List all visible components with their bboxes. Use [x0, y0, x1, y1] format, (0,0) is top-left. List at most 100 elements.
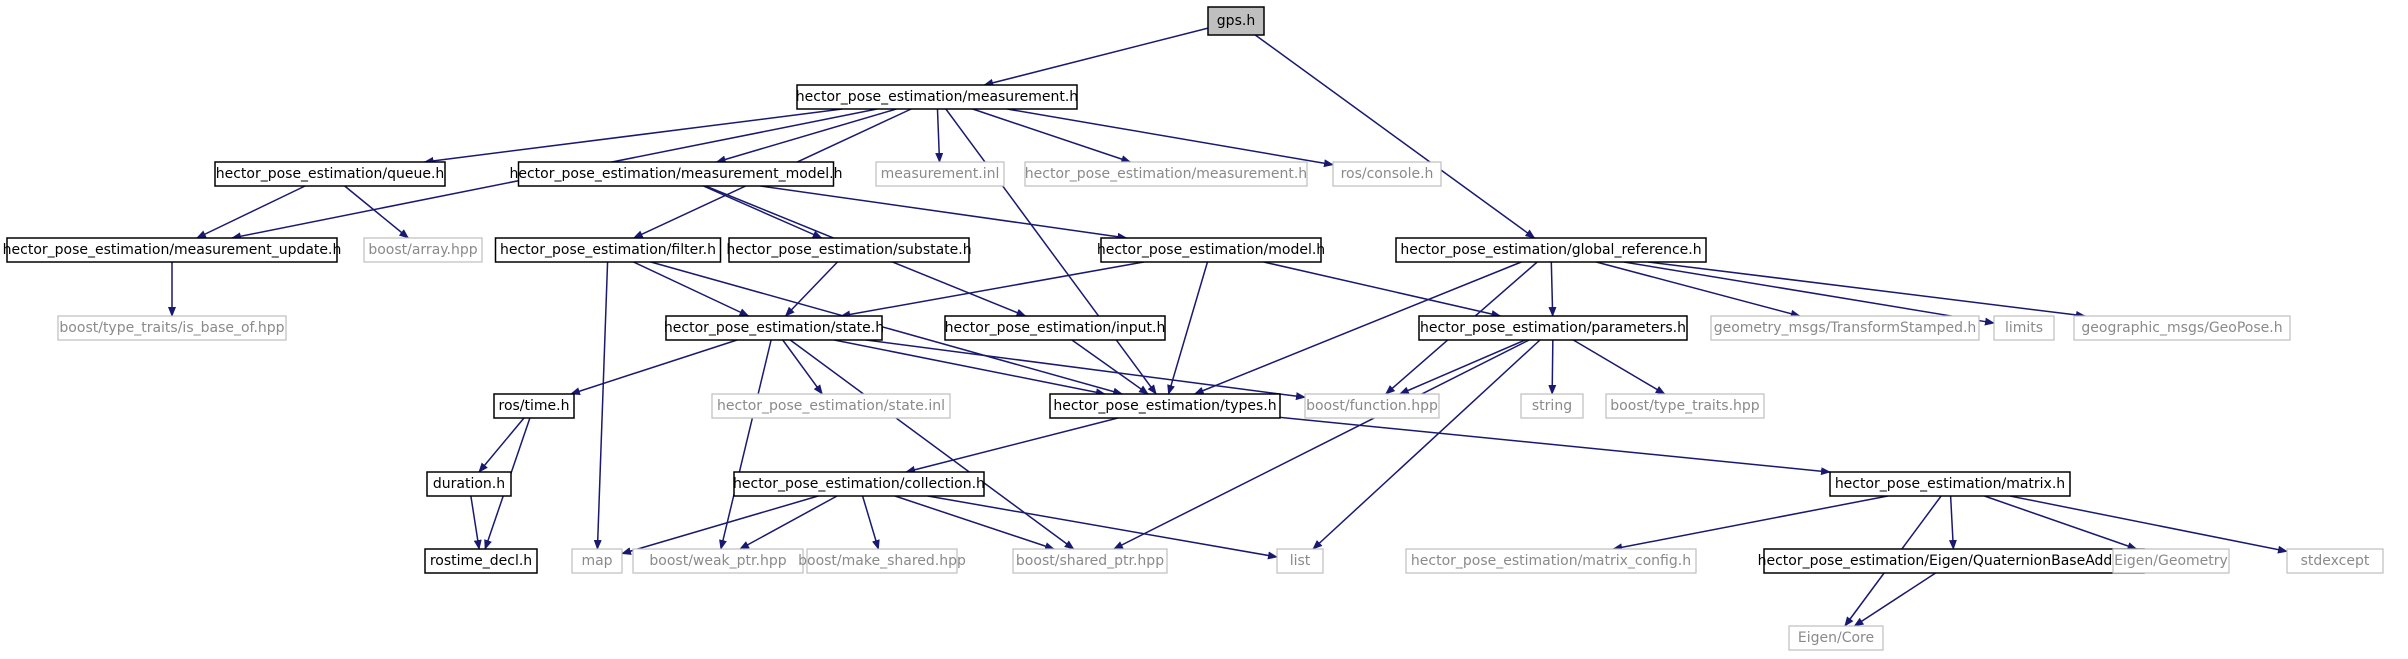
edge-arrow	[621, 495, 819, 555]
edge-measurement-to-meas_model	[715, 108, 897, 164]
edge-arrow	[1647, 261, 2086, 319]
node-hector-pose-estimation-substate-h[interactable]: hector_pose_estimation/substate.h	[726, 237, 972, 263]
edge-arrow	[569, 339, 738, 396]
edge-collection-to-makeshared	[861, 495, 880, 550]
edge-arrow	[1548, 261, 1557, 317]
node-box	[214, 161, 446, 187]
edge-arrow	[1007, 108, 1334, 168]
node-box	[571, 548, 623, 574]
node-box	[1605, 393, 1765, 419]
node-ros-time-h[interactable]: ros/time.h	[493, 393, 575, 419]
edge-arrow	[1398, 339, 1526, 395]
edge-rostime-to-duration	[478, 417, 525, 473]
edge-arrow	[927, 495, 1278, 560]
edge-arrow	[196, 185, 306, 239]
edge-globalref-to-params	[1548, 261, 1557, 317]
node-label: hector_pose_estimation/Eigen/QuaternionB…	[1758, 553, 2151, 569]
node-label: string	[1532, 398, 1572, 414]
node-duration-h[interactable]: duration.h	[426, 471, 512, 497]
node-boost-weak-ptr-hpp-external: boost/weak_ptr.hpp	[632, 548, 804, 574]
node-box	[632, 548, 804, 574]
edge-arrow	[935, 108, 944, 163]
node-box	[424, 548, 538, 574]
edge-arrow	[1984, 495, 2138, 550]
node-hector-pose-estimation-measurement-model-h[interactable]: hector_pose_estimation/measurement_model…	[510, 161, 843, 187]
node-box	[733, 471, 985, 497]
node-box	[1710, 315, 1980, 341]
edge-state-to-types	[834, 339, 1106, 397]
edge-arrow	[834, 339, 1106, 397]
node-box	[57, 315, 287, 341]
node-hector-pose-estimation-measurement-update-h[interactable]: hector_pose_estimation/measurement_updat…	[3, 237, 342, 263]
node-hector-pose-estimation-global-reference-h[interactable]: hector_pose_estimation/global_reference.…	[1395, 237, 1707, 263]
edge-arrow	[633, 261, 750, 317]
node-label: boost/shared_ptr.hpp	[1016, 553, 1164, 569]
node-boost-make-shared-hpp-external: boost/make_shared.hpp	[798, 548, 966, 574]
edge-arrow	[1596, 261, 1801, 318]
node-label: Eigen/Geometry	[2114, 553, 2228, 569]
node-hector-pose-estimation-state-h[interactable]: hector_pose_estimation/state.h	[664, 315, 884, 341]
edge-arrow	[1853, 572, 1937, 627]
node-box	[728, 237, 970, 263]
edge-arrow	[470, 495, 482, 550]
edge-input-to-types	[1071, 339, 1149, 395]
edge-arrow	[1254, 34, 1536, 239]
node-box	[665, 315, 883, 341]
node-label: boost/make_shared.hpp	[798, 553, 966, 569]
node-hector-pose-estimation-matrix-h[interactable]: hector_pose_estimation/matrix.h	[1829, 471, 2071, 497]
edge-arrow	[760, 185, 1128, 241]
node-label: gps.h	[1217, 13, 1255, 29]
node-gps-h[interactable]: gps.h	[1207, 6, 1265, 36]
node-label: measurement.inl	[881, 166, 1000, 182]
node-box	[494, 237, 722, 263]
edge-arrow	[1623, 261, 1995, 326]
node-hector-pose-estimation-types-h[interactable]: hector_pose_estimation/types.h	[1049, 393, 1281, 419]
edge-globalref-to-geopose	[1647, 261, 2086, 319]
edge-arrow	[478, 417, 525, 473]
node-box	[711, 393, 951, 419]
edge-state-to-stateinl	[782, 339, 823, 395]
node-hector-pose-estimation-queue-h[interactable]: hector_pose_estimation/queue.h	[214, 161, 446, 187]
edge-arrow	[1167, 261, 1209, 395]
node-box	[796, 84, 1078, 110]
node-string-external: string	[1520, 393, 1584, 419]
node-box	[1520, 393, 1584, 419]
node-hector-pose-estimation-state-inl-external: hector_pose_estimation/state.inl	[711, 393, 951, 419]
node-hector-pose-estimation-collection-h[interactable]: hector_pose_estimation/collection.h	[733, 471, 985, 497]
edge-arrow	[715, 108, 897, 164]
node-box	[2112, 548, 2230, 574]
edge-queue-to-meas_update	[196, 185, 306, 239]
edge-filter-to-types	[650, 261, 1124, 396]
node-box	[426, 471, 512, 497]
edge-state-to-bfunction	[865, 339, 1306, 401]
edge-matrix-to-stdexcept	[2009, 495, 2288, 554]
edge-arrow	[423, 108, 843, 165]
edge-arrow	[894, 495, 1055, 550]
node-label: rostime_decl.h	[430, 553, 532, 569]
edge-arrow	[865, 339, 1306, 401]
edge-state-to-weakptr	[719, 339, 772, 550]
node-label: hector_pose_estimation/substate.h	[726, 242, 971, 258]
node-label: hector_pose_estimation/state.h	[664, 320, 884, 336]
node-label: hector_pose_estimation/types.h	[1053, 398, 1276, 414]
edge-collection-to-weakptr	[739, 495, 838, 550]
node-hector-pose-estimation-input-h[interactable]: hector_pose_estimation/input.h	[944, 315, 1166, 341]
edge-arrow	[1572, 339, 1666, 395]
node-hector-pose-estimation-eigen-quaternionbaseaddons-h[interactable]: hector_pose_estimation/Eigen/QuaternionB…	[1758, 548, 2151, 574]
node-label: hector_pose_estimation/matrix_config.h	[1411, 553, 1691, 569]
edge-model-to-params	[1263, 261, 1502, 318]
node-hector-pose-estimation-measurement-h[interactable]: hector_pose_estimation/measurement.h	[796, 84, 1078, 110]
node-hector-pose-estimation-model-h[interactable]: hector_pose_estimation/model.h	[1097, 237, 1325, 263]
edge-arrow	[905, 417, 1119, 474]
node-box	[1418, 315, 1688, 341]
edge-arrow	[945, 108, 1157, 395]
node-box	[6, 237, 338, 263]
node-rostime-decl-h[interactable]: rostime_decl.h	[424, 548, 538, 574]
node-label: boost/array.hpp	[368, 242, 477, 258]
node-label: stdexcept	[2301, 553, 2370, 569]
node-stdexcept-external: stdexcept	[2286, 548, 2384, 574]
node-hector-pose-estimation-parameters-h[interactable]: hector_pose_estimation/parameters.h	[1418, 315, 1688, 341]
node-limits-external: limits	[1993, 315, 2055, 341]
node-hector-pose-estimation-filter-h[interactable]: hector_pose_estimation/filter.h	[494, 237, 722, 263]
